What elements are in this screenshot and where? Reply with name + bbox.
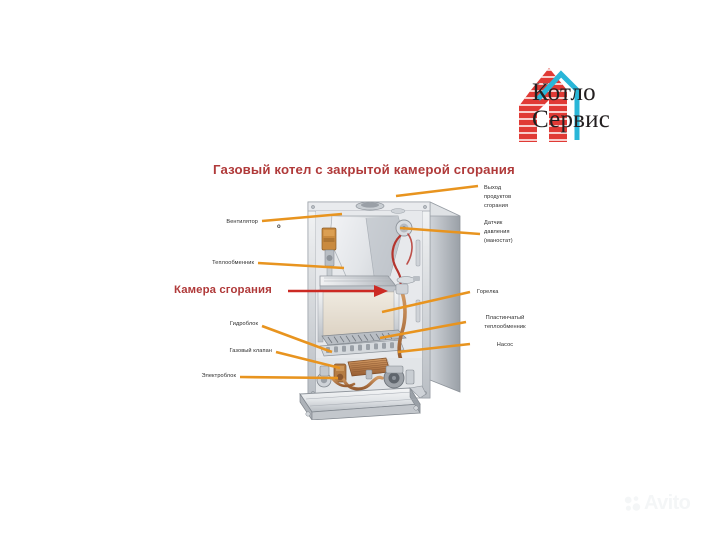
leader-fan [261, 212, 343, 223]
leader-plate-heat-exchanger [379, 320, 467, 340]
leader-electro-block [239, 375, 339, 380]
label-pressure-sensor-line-3: (маностат) [484, 238, 513, 245]
label-plate-heat-exchanger: Пластинчатый теплообменник [466, 314, 544, 332]
leader-pressure-sensor [399, 226, 481, 236]
label-flue-outlet-line-1: Выход [484, 185, 502, 191]
leader-hydro-block [261, 324, 333, 354]
label-burner: Горелка [477, 289, 499, 295]
leader-gas-valve [275, 350, 341, 370]
label-plate-heat-exchanger-line-2: теплообменник [484, 324, 526, 331]
label-gas-valve: Газовый клапан [229, 348, 272, 354]
avito-watermark-text: Avito [644, 492, 691, 514]
label-pressure-sensor-line-1: Датчик [484, 220, 503, 226]
reference-marker-o: o [277, 224, 281, 230]
label-combustion-chamber: Камера сгорания [174, 284, 272, 296]
label-heat-exchanger: Теплообменник [212, 260, 254, 266]
label-hydro-block: Гидроблок [229, 321, 258, 327]
logo-wordmark: Котло Сервис [532, 80, 610, 132]
label-plate-heat-exchanger-line-1: Пластинчатый [485, 315, 525, 321]
kotlo-servis-logo [497, 56, 623, 142]
leader-pump [397, 342, 471, 354]
leader-flue-outlet [395, 184, 479, 198]
leader-combustion-chamber [288, 285, 388, 297]
label-electro-block: Электроблок [201, 373, 236, 379]
logo-line-1: Котло [532, 79, 596, 106]
leader-heat-exchanger [257, 261, 345, 270]
gas-boiler-cutaway-illustration [270, 180, 475, 422]
avito-watermark: Avito [624, 492, 691, 515]
label-flue-outlet-line-3: сгорания [484, 203, 509, 210]
logo-mark-blue [536, 70, 580, 140]
leader-burner [381, 290, 471, 314]
label-flue-outlet: Выход продуктов сгорания [484, 184, 558, 211]
label-fan: Вентилятор [226, 219, 258, 225]
avito-logo-icon [624, 496, 641, 511]
logo-line-2: Сервис [532, 105, 611, 133]
label-pressure-sensor-line-2: давления [484, 229, 510, 236]
label-pump: Насос [496, 342, 514, 348]
label-pressure-sensor: Датчик давления (маностат) [484, 219, 558, 246]
page-title: Газовый котел с закрытой камерой сгорани… [213, 162, 515, 177]
label-flue-outlet-line-2: продуктов [484, 194, 512, 201]
